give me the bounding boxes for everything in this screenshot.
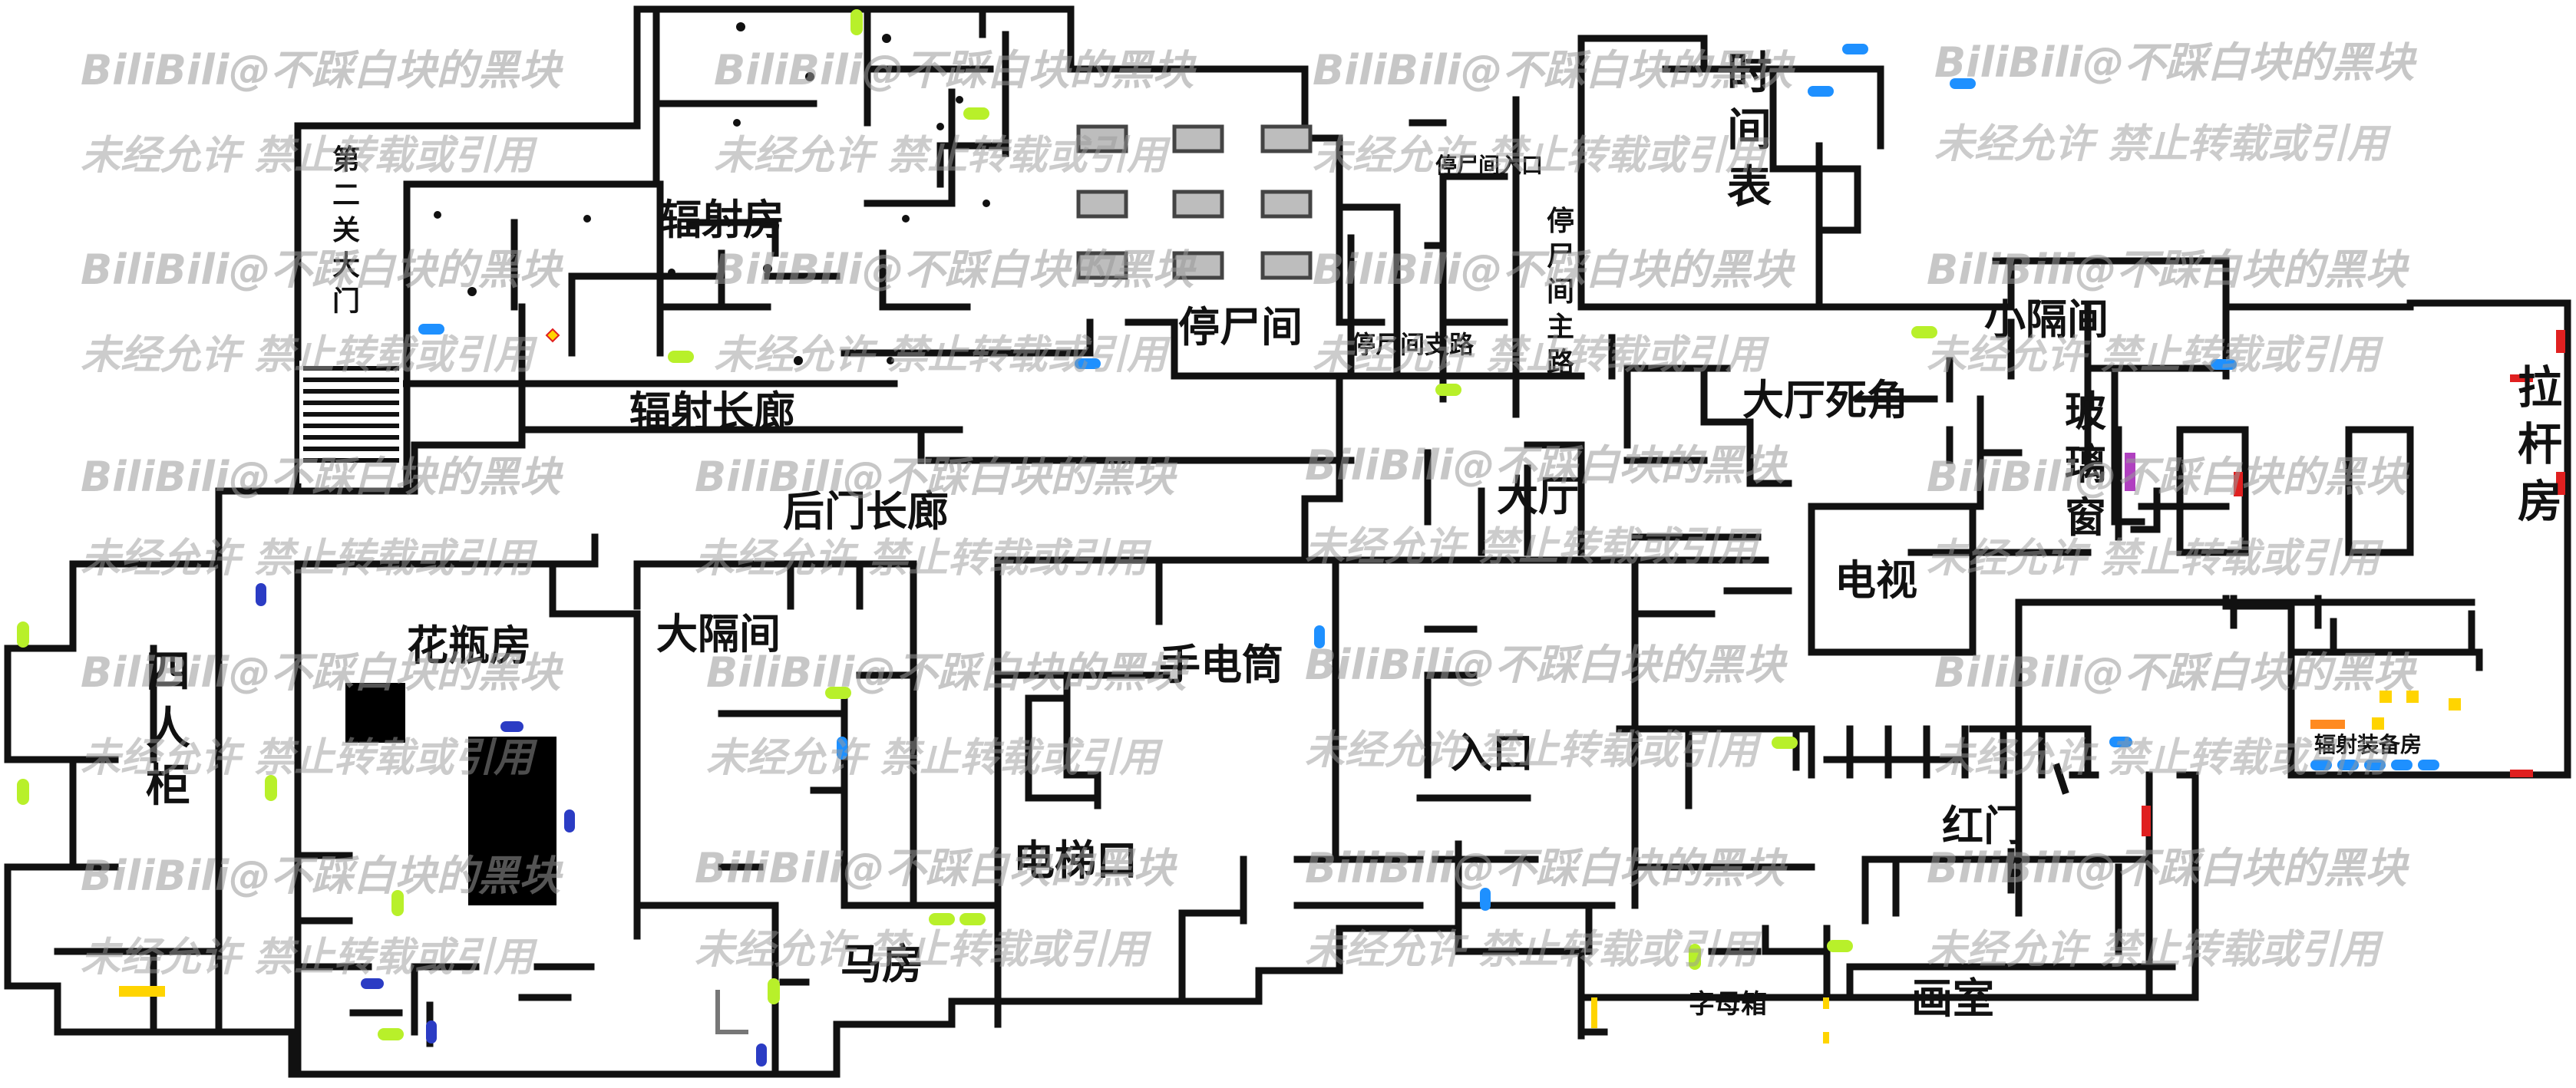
- watermark: BiliBili@不踩白块的黑块: [695, 453, 1177, 501]
- watermark-sub: 未经允许 禁止转载或引用: [714, 133, 1171, 179]
- watermark-sub: 未经允许 禁止转载或引用: [1305, 524, 1762, 570]
- watermark: BiliBili@不踩白块的黑块: [81, 46, 563, 94]
- watermark-sub: 未经允许 禁止转载或引用: [1305, 927, 1762, 973]
- watermark-sub: 未经允许 禁止转载或引用: [81, 536, 538, 582]
- watermark: BiliBili@不踩白块的黑块: [1927, 453, 2409, 501]
- watermark: BiliBili@不踩白块的黑块: [1927, 246, 2409, 294]
- watermark-sub: 未经允许 禁止转载或引用: [1305, 727, 1762, 773]
- watermark-sub: 未经允许 禁止转载或引用: [1313, 332, 1770, 378]
- label-painting-room: 画室: [1911, 974, 1994, 1023]
- watermark: BiliBili@不踩白块的黑块: [81, 246, 563, 294]
- watermark: BiliBili@不踩白块的黑块: [1927, 844, 2409, 892]
- watermark-sub: 未经允许 禁止转载或引用: [714, 332, 1171, 378]
- watermark-sub: 未经允许 禁止转载或引用: [695, 927, 1152, 973]
- watermark-sub: 未经允许 禁止转载或引用: [1934, 121, 2392, 167]
- label-vase-room: 花瓶房: [407, 621, 531, 670]
- label-morgue-entrance: 停尸间入口: [1435, 153, 1543, 178]
- watermark-sub: 未经允许 禁止转载或引用: [1927, 332, 2384, 378]
- label-radiation-room: 辐射房: [660, 196, 784, 244]
- label-red-door: 红门: [1942, 802, 2025, 850]
- label-entrance: 入口: [1451, 729, 1534, 777]
- label-letter-box: 字母箱: [1689, 989, 1767, 1020]
- watermark-sub: 未经允许 禁止转载或引用: [81, 735, 538, 781]
- label-morgue-branch: 停尸间支路: [1351, 330, 1475, 359]
- watermark: BiliBili@不踩白块的黑块: [1305, 641, 1788, 689]
- watermark: BiliBili@不踩白块的黑块: [1305, 441, 1788, 490]
- watermark: BiliBili@不踩白块的黑块: [695, 844, 1177, 892]
- label-second-gate: 第二关大门: [332, 144, 360, 317]
- watermark: BiliBili@不踩白块的黑块: [1313, 46, 1795, 94]
- watermark-sub: 未经允许 禁止转载或引用: [706, 735, 1164, 781]
- markers: [17, 9, 2565, 1067]
- label-stable: 马房: [841, 940, 923, 988]
- watermark-sub: 未经允许 禁止转载或引用: [81, 332, 538, 378]
- label-morgue: 停尸间: [1178, 303, 1303, 351]
- watermark-sub: 未经允许 禁止转载或引用: [81, 935, 538, 981]
- label-clock: 时间表: [1727, 47, 1772, 213]
- watermark: BiliBili@不踩白块的黑块: [1934, 648, 2417, 697]
- watermark: BiliBili@不踩白块的黑块: [1934, 38, 2417, 87]
- label-tv: 电视: [1835, 556, 1917, 605]
- label-big-partition: 大隔间: [656, 610, 781, 658]
- vase-room-furniture: [345, 683, 556, 905]
- label-radiation-corridor: 辐射长廊: [629, 387, 795, 436]
- watermark-sub: 未经允许 禁止转载或引用: [695, 536, 1152, 582]
- watermark-sub: 未经允许 禁止转载或引用: [1934, 735, 2392, 781]
- label-four-person-cabinet: 四人柜: [146, 645, 190, 811]
- label-lever-room: 拉杆房: [2518, 361, 2562, 527]
- label-hall: 大厅: [1497, 472, 1580, 520]
- label-small-partition: 小隔间: [1984, 295, 2109, 344]
- label-morgue-main-road: 停尸间主路: [1547, 206, 1575, 378]
- walls: [4, 5, 2571, 1078]
- label-back-corridor: 后门长廊: [783, 487, 949, 536]
- label-radiation-gear-room: 辐射装备房: [2314, 732, 2422, 757]
- watermark: BiliBili@不踩白块的黑块: [706, 648, 1189, 697]
- morgue-drawers: [1076, 124, 1313, 280]
- label-elevator: 电梯口: [1013, 836, 1138, 885]
- watermark-sub: 未经允许 禁止转载或引用: [1927, 927, 2384, 973]
- watermark: BiliBili@不踩白块的黑块: [81, 852, 563, 900]
- watermark: BiliBili@不踩白块的黑块: [1313, 246, 1795, 294]
- label-flashlight: 手电筒: [1159, 641, 1283, 689]
- label-hall-corner: 大厅死角: [1742, 376, 1908, 424]
- watermark: BiliBili@不踩白块的黑块: [714, 46, 1197, 94]
- watermark-sub: 未经允许 禁止转载或引用: [81, 133, 538, 179]
- watermark: BiliBili@不踩白块的黑块: [1305, 844, 1788, 892]
- watermark: BiliBili@不踩白块的黑块: [714, 246, 1197, 294]
- watermark-sub: 未经允许 禁止转载或引用: [1313, 133, 1770, 179]
- watermark-sub: 未经允许 禁止转载或引用: [1927, 536, 2384, 582]
- watermark: BiliBili@不踩白块的黑块: [81, 453, 563, 501]
- watermarks: BiliBili@不踩白块的黑块 未经允许 禁止转载或引用 BiliBili@不…: [81, 38, 2417, 981]
- label-glass-window: 玻璃窗: [2065, 387, 2106, 542]
- watermark: BiliBili@不踩白块的黑块: [81, 648, 563, 697]
- radiation-dots: [434, 22, 990, 365]
- room-labels: 辐射房 辐射长廊 后门长廊 停尸间 停尸间入口 停尸间支路 小隔间 大厅死角 大…: [146, 47, 2562, 1023]
- staircase: [299, 361, 403, 483]
